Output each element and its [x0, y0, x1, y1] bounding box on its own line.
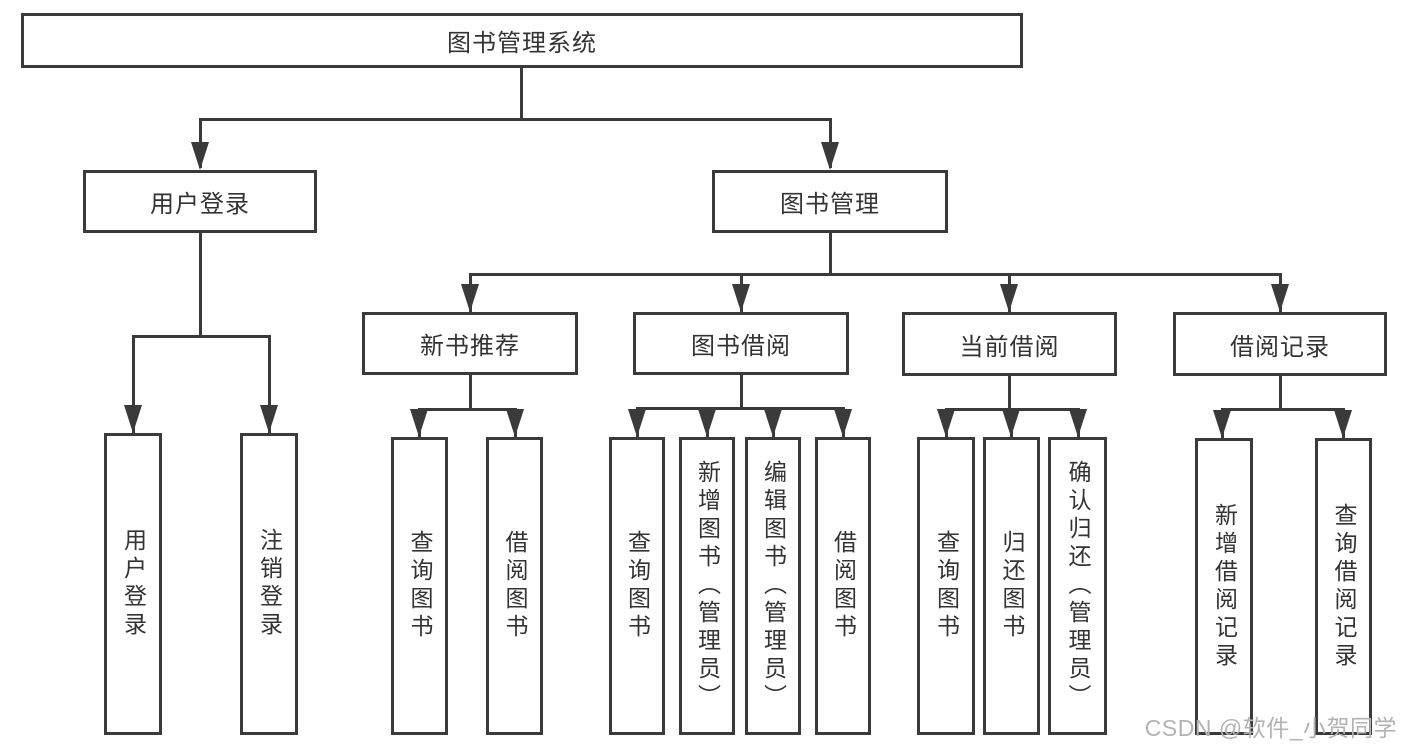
- leaf-logout-label: 注销登录: [256, 528, 283, 640]
- leaf-add-borrow-record: 新增借阅记录: [1195, 438, 1253, 735]
- arrow-down-icon: [628, 409, 646, 437]
- arrow-down-icon: [698, 409, 716, 437]
- connector-line: [1221, 408, 1345, 411]
- arrow-down-icon: [1271, 284, 1289, 312]
- node-borrow-records: 借阅记录: [1173, 312, 1387, 376]
- connector-line: [636, 407, 845, 410]
- connector-line: [469, 375, 472, 410]
- arrow-down-icon: [732, 284, 750, 312]
- arrow-down-icon: [506, 409, 524, 437]
- arrow-down-icon: [1213, 410, 1231, 438]
- connector-line: [132, 335, 271, 338]
- connector-line: [829, 233, 832, 275]
- arrow-down-icon: [1002, 409, 1020, 437]
- node-user-login-label: 用户登录: [150, 191, 250, 218]
- leaf-logout: 注销登录: [240, 433, 298, 735]
- node-book-management-label: 图书管理: [780, 191, 880, 218]
- leaf-confirm-return-admin-label: 确认归还（管理员）: [1065, 460, 1091, 712]
- leaf-query-books-recommend: 查询图书: [391, 437, 448, 735]
- leaf-add-borrow-record-label: 新增借阅记录: [1211, 502, 1238, 671]
- csdn-watermark: CSDN @软件_小贺同学: [1144, 715, 1397, 741]
- arrow-down-icon: [461, 284, 479, 312]
- node-book-borrow: 图书借阅: [633, 312, 849, 375]
- leaf-borrow-books-recommend: 借阅图书: [486, 437, 543, 735]
- connector-line: [132, 335, 135, 433]
- node-root: 图书管理系统: [21, 13, 1023, 68]
- connector-line: [268, 335, 271, 433]
- connector-line: [520, 68, 523, 120]
- leaf-confirm-return-admin: 确认归还（管理员）: [1048, 437, 1107, 735]
- leaf-borrow-books-label: 借阅图书: [830, 530, 857, 642]
- node-current-borrow-label: 当前借阅: [959, 333, 1060, 361]
- arrow-down-icon: [821, 142, 839, 170]
- arrow-down-icon: [1069, 409, 1087, 437]
- node-book-borrow-label: 图书借阅: [691, 333, 791, 360]
- node-current-borrow: 当前借阅: [902, 312, 1117, 376]
- connector-line: [418, 408, 517, 411]
- arrow-down-icon: [937, 409, 955, 437]
- arrow-down-icon: [1000, 284, 1018, 312]
- node-user-login: 用户登录: [83, 170, 317, 233]
- leaf-query-borrow-record-label: 查询借阅记录: [1331, 502, 1357, 671]
- arrow-down-icon: [834, 409, 852, 437]
- node-borrow-records-label: 借阅记录: [1230, 333, 1330, 361]
- leaf-edit-books-admin: 编辑图书（管理员）: [745, 437, 801, 735]
- leaf-query-books-borrow-label: 查询图书: [624, 530, 651, 642]
- node-book-management: 图书管理: [712, 170, 948, 233]
- leaf-add-books-admin: 新增图书（管理员）: [679, 437, 735, 735]
- connector-line: [199, 118, 832, 121]
- node-new-book-recommend: 新书推荐: [362, 312, 578, 375]
- leaf-query-books-current: 查询图书: [917, 437, 975, 735]
- leaf-query-books-current-label: 查询图书: [933, 530, 960, 642]
- arrow-down-icon: [124, 405, 142, 433]
- arrow-down-icon: [260, 405, 278, 433]
- leaf-return-books-label: 归还图书: [999, 530, 1025, 642]
- node-root-label: 图书管理系统: [447, 30, 597, 57]
- connector-line: [740, 375, 743, 409]
- leaf-add-books-admin-label: 新增图书（管理员）: [694, 460, 721, 712]
- leaf-query-books-recommend-label: 查询图书: [407, 530, 433, 642]
- arrow-down-icon: [764, 409, 782, 437]
- leaf-user-login-label: 用户登录: [120, 528, 147, 640]
- leaf-edit-books-admin-label: 编辑图书（管理员）: [760, 460, 787, 712]
- connector-line: [469, 273, 1282, 276]
- leaf-return-books: 归还图书: [983, 437, 1040, 735]
- arrow-down-icon: [1334, 410, 1352, 438]
- arrow-down-icon: [191, 142, 209, 170]
- leaf-user-login: 用户登录: [104, 433, 162, 735]
- leaf-borrow-books-recommend-label: 借阅图书: [502, 530, 528, 642]
- connector-line: [199, 233, 202, 338]
- leaf-query-borrow-record: 查询借阅记录: [1315, 438, 1372, 735]
- connector-line: [1279, 376, 1282, 409]
- arrow-down-icon: [410, 409, 428, 437]
- node-new-book-recommend-label: 新书推荐: [420, 333, 520, 360]
- leaf-borrow-books: 借阅图书: [815, 437, 871, 735]
- leaf-query-books-borrow: 查询图书: [609, 437, 665, 735]
- connector-line: [1008, 376, 1011, 409]
